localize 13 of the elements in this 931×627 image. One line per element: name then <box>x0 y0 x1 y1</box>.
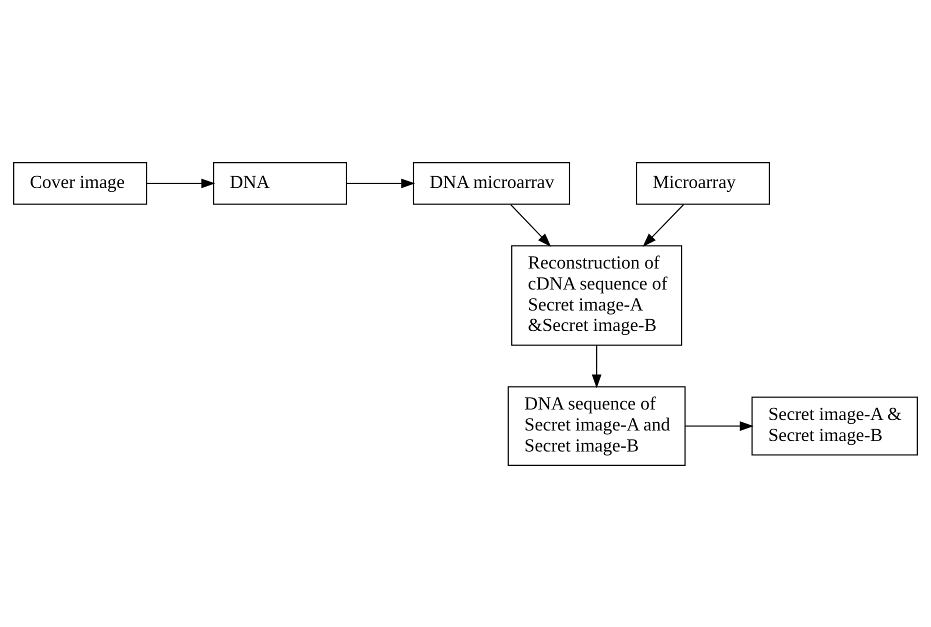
node-box: Secret image-A & Secret image-B <box>752 396 918 456</box>
node-box: Reconstruction of cDNA sequence of Secret image-A &Secret image-B <box>511 244 682 346</box>
arrow <box>146 178 216 188</box>
node-box: Microarray <box>636 162 770 204</box>
node-box: DNA <box>213 162 348 204</box>
arrow <box>642 204 684 246</box>
arrow <box>685 420 754 430</box>
node-box: DNA microarrav <box>412 162 570 204</box>
arrow <box>592 345 602 388</box>
arrow <box>346 178 416 188</box>
node-box: DNA sequence of Secret image-A and Secret image-B <box>508 386 686 466</box>
arrow <box>510 204 552 246</box>
node-box: Cover image <box>13 162 148 204</box>
